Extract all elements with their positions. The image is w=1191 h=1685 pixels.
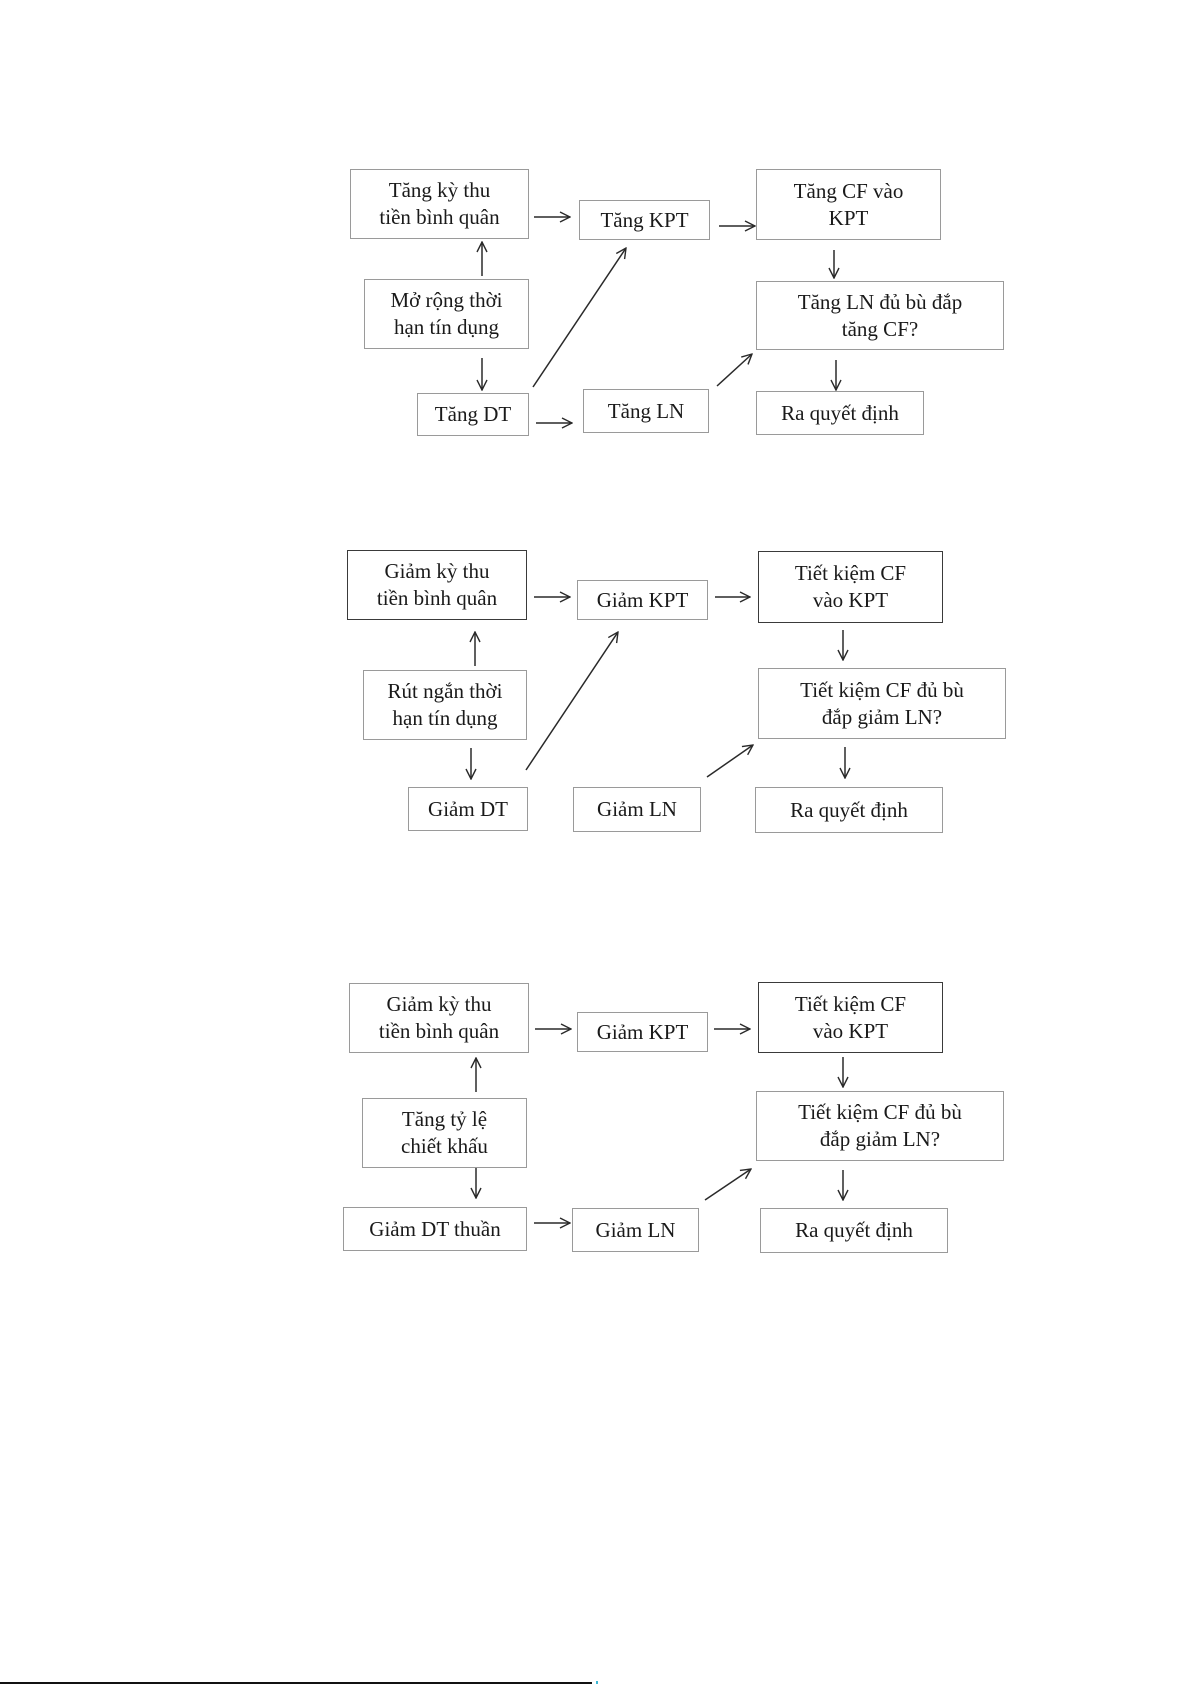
node-label: Giảm KPT — [596, 1019, 689, 1044]
node-decision: Ra quyết định — [760, 1208, 948, 1253]
node-net-revenue: Giảm DT thuần — [343, 1207, 527, 1251]
node-avg-collection-period: Giảm kỳ thu tiền bình quân — [347, 550, 527, 620]
node-credit-policy: Mở rộng thời hạn tín dụng — [364, 279, 529, 349]
node-avg-collection-period: Giảm kỳ thu tiền bình quân — [349, 983, 529, 1053]
node-label: Giảm kỳ thu tiền bình quân — [378, 992, 500, 1043]
node-avg-collection-period: Tăng kỳ thu tiền bình quân — [350, 169, 529, 239]
node-receivables: Giảm KPT — [577, 580, 708, 620]
node-revenue: Giảm DT — [408, 787, 528, 831]
node-label: Tiết kiệm CF đủ bù đắp giảm LN? — [798, 1100, 962, 1151]
node-label: Mở rộng thời hạn tín dụng — [390, 288, 503, 339]
node-label: Ra quyết định — [795, 1218, 913, 1242]
node-label: Giảm DT thuần — [369, 1216, 501, 1241]
node-tradeoff-question: Tiết kiệm CF đủ bù đắp giảm LN? — [758, 668, 1006, 739]
node-label: Tăng DT — [434, 402, 512, 426]
node-profit: Tăng LN — [583, 389, 709, 433]
node-receivable-cost: Tiết kiệm CF vào KPT — [758, 982, 943, 1053]
node-label: Tăng KPT — [600, 207, 689, 232]
node-label: Rút ngắn thời hạn tín dụng — [387, 679, 503, 730]
node-label: Ra quyết định — [781, 400, 899, 425]
node-label: Giảm LN — [595, 1217, 676, 1242]
node-label: Tăng kỳ thu tiền bình quân — [379, 178, 500, 229]
node-label: Tăng LN — [607, 398, 685, 423]
flowchart-increase-discount-rate: Giảm kỳ thu tiền bình quân Tăng tỷ lệ ch… — [343, 982, 1004, 1253]
node-receivable-cost: Tăng CF vào KPT — [756, 169, 941, 240]
node-decision: Ra quyết định — [755, 787, 943, 833]
node-label: Giảm LN — [597, 797, 677, 821]
node-decision: Ra quyết định — [756, 391, 924, 435]
node-label: Giảm kỳ thu tiền bình quân — [376, 559, 498, 610]
node-label: Giảm DT — [428, 796, 508, 821]
node-revenue: Tăng DT — [417, 393, 529, 436]
node-label: Tăng CF vào KPT — [793, 178, 904, 230]
node-receivables: Giảm KPT — [577, 1012, 708, 1052]
node-label: Tiết kiệm CF vào KPT — [794, 991, 907, 1043]
node-label: Tăng tỷ lệ chiết khấu — [401, 1107, 488, 1158]
node-label: Ra quyết định — [790, 797, 908, 822]
node-label: Tăng LN đủ bù đắp tăng CF? — [797, 289, 963, 341]
node-tradeoff-question: Tăng LN đủ bù đắp tăng CF? — [756, 281, 1004, 350]
node-discount-policy: Tăng tỷ lệ chiết khấu — [362, 1098, 527, 1168]
node-profit: Giảm LN — [572, 1208, 699, 1252]
footnote-separator — [0, 1682, 592, 1684]
scan-artifact — [596, 1681, 598, 1684]
node-tradeoff-question: Tiết kiệm CF đủ bù đắp giảm LN? — [756, 1091, 1004, 1161]
flowchart-extend-credit-term: Tăng kỳ thu tiền bình quân Mở rộng thời … — [0, 0, 1191, 460]
node-label: Tiết kiệm CF vào KPT — [794, 561, 907, 612]
node-receivables: Tăng KPT — [579, 200, 710, 240]
node-receivable-cost: Tiết kiệm CF vào KPT — [758, 551, 943, 623]
node-profit: Giảm LN — [573, 787, 701, 832]
node-label: Tiết kiệm CF đủ bù đắp giảm LN? — [800, 677, 964, 729]
node-label: Giảm KPT — [596, 587, 689, 612]
